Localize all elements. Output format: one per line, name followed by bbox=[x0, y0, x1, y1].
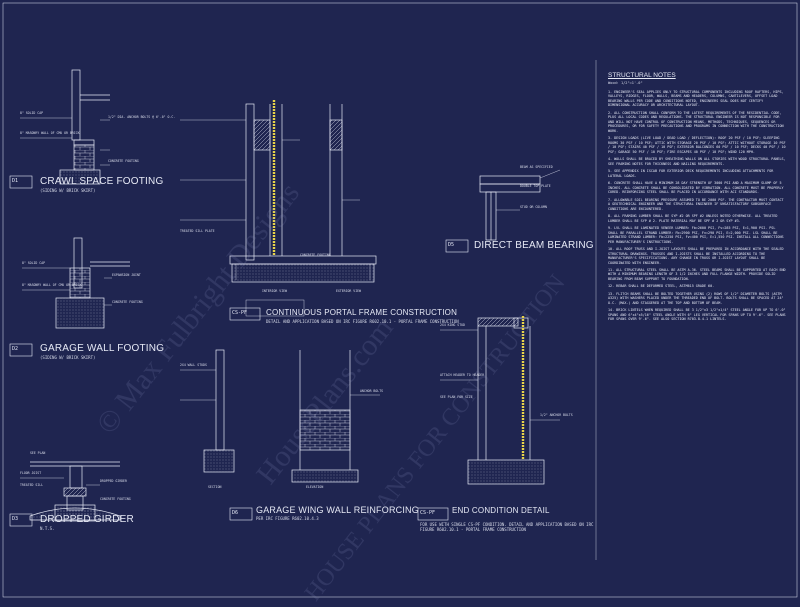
note-item: 11. ALL STRUCTURAL STEEL SHALL BE ASTM A… bbox=[608, 267, 786, 281]
wing-wall-drawing bbox=[180, 349, 380, 483]
callout: SEE PLAN bbox=[30, 451, 46, 455]
view-label: INTERIOR VIEW bbox=[262, 289, 287, 293]
direct-beam-bearing-drawing bbox=[479, 169, 561, 241]
callout: BEAM AS SPECIFIED bbox=[520, 165, 553, 169]
callout: TREATED SILL bbox=[20, 483, 44, 487]
callout: CONCRETE FOOTING bbox=[112, 300, 143, 304]
callout: 8" SOLID CAP bbox=[20, 111, 44, 115]
structural-notes: 1. ENGINEER'S SEAL APPLIES ONLY TO STRUC… bbox=[608, 90, 786, 325]
callout: 1/2" DIA. ANCHOR BOLTS @ 6'-0" O.C. bbox=[108, 115, 176, 119]
callout: STUD OR COLUMN bbox=[520, 205, 547, 209]
note-item: 12. REBAR SHALL BE DEFORMED STEEL, ASTM6… bbox=[608, 284, 715, 289]
note-item: 6. CONCRETE SHALL HAVE A MINIMUM 28 DAY … bbox=[608, 181, 784, 195]
detail-title: CONTINUOUS PORTAL FRAME CONSTRUCTION bbox=[266, 308, 458, 317]
detail-title: DROPPED GIRDER bbox=[40, 514, 134, 525]
note-item: 9. LVL SHALL BE LAMINATED VENEER LUMBER:… bbox=[608, 226, 784, 244]
note-item: 8. ALL FRAMING LUMBER SHALL BE SYP #2 OR… bbox=[608, 214, 778, 223]
callout: SEE PLAN FOR SIZE bbox=[440, 395, 473, 399]
callout: 2X4 WALL STUDS bbox=[180, 363, 207, 367]
note-item: 3. DESIGN LOADS (LIVE LOAD / DEAD LOAD /… bbox=[608, 136, 786, 154]
note-item: 10. ALL ROOF TRUSS AND I-JOIST LAYOUTS S… bbox=[608, 247, 784, 265]
notes-scale: Wood: 1/2"=1'-0" bbox=[608, 81, 643, 85]
callout: CONCRETE FOOTING bbox=[108, 159, 139, 163]
detail-number: CS-PF bbox=[232, 310, 248, 316]
note-item: 2. ALL CONSTRUCTION SHALL CONFORM TO THE… bbox=[608, 110, 784, 133]
callout: EXPANSION JOINT bbox=[112, 273, 141, 277]
note-item: 5. SEE APPENDIX IN ISCAB FOR EXTERIOR DE… bbox=[608, 169, 774, 178]
detail-subtitle: (SIDING W/ BRICK SKIRT) bbox=[40, 355, 96, 360]
dropped-girder-drawing bbox=[20, 461, 121, 522]
callout: 8" SOLID CAP bbox=[22, 261, 46, 265]
crawl-footing-drawing bbox=[20, 69, 110, 185]
callout: CONCRETE FOOTING bbox=[100, 497, 131, 501]
detail-number: D5 bbox=[448, 242, 455, 248]
callout: 2X4 KING STUD bbox=[440, 323, 465, 327]
view-label: SECTION bbox=[208, 485, 222, 489]
detail-subtitle: N.T.S. bbox=[40, 526, 55, 531]
callout: ATTACH HEADER TO HEADER bbox=[440, 373, 485, 377]
detail-subtitle: (SIDING W/ BRICK SKIRT) bbox=[40, 188, 96, 193]
callout: 8" MASONRY WALL OF CMU OR BRICK bbox=[20, 131, 80, 135]
detail-title: DIRECT BEAM BEARING bbox=[474, 240, 594, 251]
callout: 8" MASONRY WALL OF CMU OR BRICK bbox=[22, 283, 82, 287]
note-item: 13. FLITCH BEAMS SHALL BE BOLTED TOGETHE… bbox=[608, 291, 784, 305]
view-label: EXTERIOR VIEW bbox=[336, 289, 361, 293]
note-item: 7. ALLOWABLE SOIL BEARING PRESSURE ASSUM… bbox=[608, 197, 784, 211]
detail-subtitle: PER IRC FIGURE R602.10.4.3 bbox=[256, 516, 319, 521]
callout: CONCRETE FOOTING bbox=[300, 253, 331, 257]
note-item: 4. WALLS SHALL BE BRACED BY SHEATHING WA… bbox=[608, 157, 786, 166]
note-item: 14. BRICK LINTELS WHEN REQUIRED SHALL BE… bbox=[608, 308, 786, 322]
detail-subtitle: DETAIL AND APPLICATION BASED ON IRC FIGU… bbox=[266, 319, 459, 324]
detail-title: END CONDITION DETAIL bbox=[452, 506, 550, 515]
detail-number: D6 bbox=[232, 510, 239, 516]
callout: DOUBLE TOP PLATE bbox=[520, 184, 551, 188]
notes-heading: STRUCTURAL NOTES bbox=[608, 72, 676, 79]
detail-number: D3 bbox=[12, 516, 19, 522]
note-item: 1. ENGINEER'S SEAL APPLIES ONLY TO STRUC… bbox=[608, 90, 784, 108]
garage-wall-footing-drawing bbox=[22, 237, 130, 329]
detail-subtitle: FOR USE WITH SINGLE CS-PF CONDITION. DET… bbox=[420, 522, 594, 532]
callout: ANCHOR BOLTS bbox=[360, 389, 384, 393]
detail-number: D2 bbox=[12, 346, 19, 352]
detail-title: CRAWL SPACE FOOTING bbox=[40, 176, 164, 187]
end-condition-drawing bbox=[440, 317, 560, 485]
detail-number: CS-PF bbox=[420, 510, 436, 516]
detail-number: D1 bbox=[12, 178, 19, 184]
portal-frame-drawing bbox=[180, 103, 377, 317]
detail-title: GARAGE WING WALL REINFORCING bbox=[256, 505, 419, 515]
callout: TREATED SILL PLATE bbox=[180, 229, 215, 233]
callout: DROPPED GIRDER bbox=[100, 479, 127, 483]
callout: FLOOR JOIST bbox=[20, 471, 42, 475]
view-label: ELEVATION bbox=[306, 485, 324, 489]
detail-title: GARAGE WALL FOOTING bbox=[40, 343, 165, 354]
callout: 1/2" ANCHOR BOLTS bbox=[540, 413, 573, 417]
